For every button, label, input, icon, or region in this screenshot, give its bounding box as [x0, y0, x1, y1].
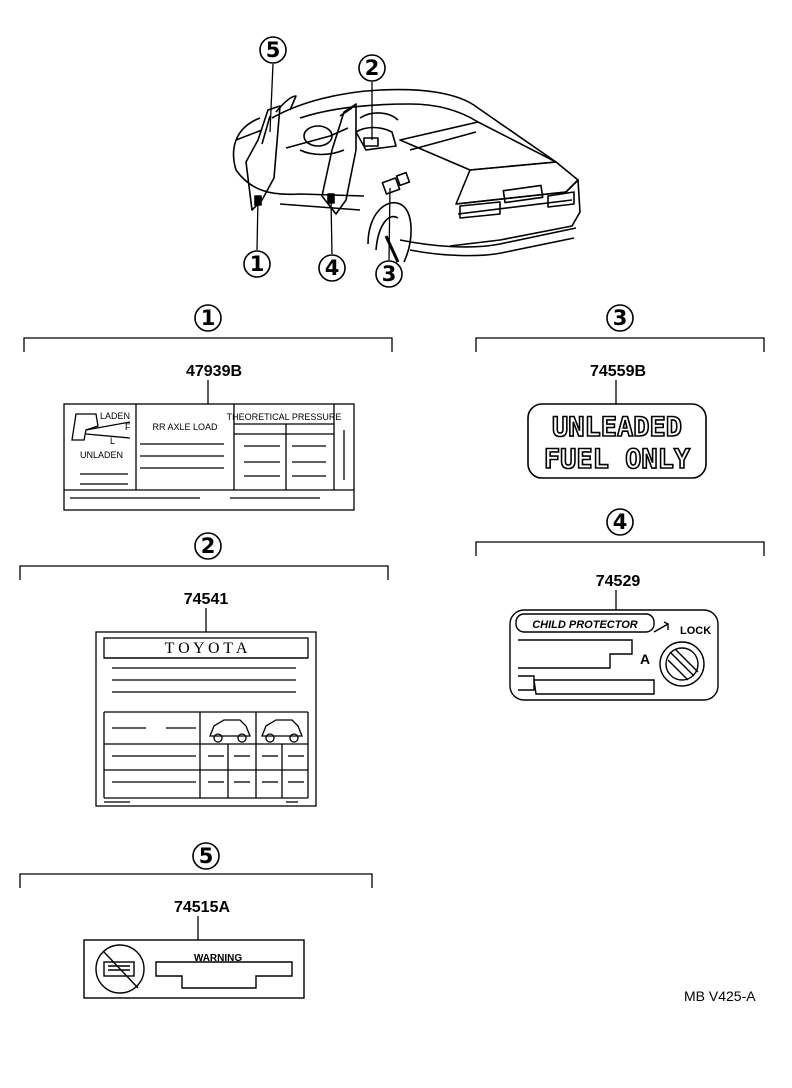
callout-circle-3-top: 3 — [375, 260, 403, 288]
callout-circle-5-top: 5 — [259, 36, 287, 64]
svg-text:WARNING: WARNING — [194, 953, 243, 964]
callout-circle-4-top: 4 — [318, 254, 346, 282]
svg-text:LOCK: LOCK — [680, 625, 711, 637]
part-number-74515a: 74515A — [174, 899, 230, 916]
svg-text:3: 3 — [613, 306, 628, 330]
svg-text:1: 1 — [201, 306, 216, 330]
section-1: 1 47939B — [23, 304, 393, 511]
svg-text:4: 4 — [613, 510, 628, 534]
callout-circle-2-top: 2 — [358, 54, 386, 82]
part-number-47939b: 47939B — [186, 363, 242, 380]
vehicle-info-label — [95, 631, 317, 807]
section-2: 2 74541 — [19, 532, 389, 807]
svg-text:5: 5 — [266, 38, 281, 62]
svg-text:2: 2 — [201, 534, 216, 558]
svg-text:UNLEADED: UNLEADED — [552, 412, 682, 443]
part-number-74559b: 74559B — [590, 363, 646, 380]
unleaded-fuel-label — [527, 403, 707, 479]
section-3: 3 74559B UNLEADED FUEL ONLY — [475, 304, 765, 479]
part-number-74541: 74541 — [184, 591, 229, 608]
svg-text:L: L — [110, 436, 115, 446]
diagram-code: MB V425-A — [684, 988, 756, 1004]
svg-text:5: 5 — [199, 844, 214, 868]
car-callout-leaders — [256, 63, 391, 261]
tire-pressure-label — [63, 403, 355, 511]
svg-text:4: 4 — [325, 256, 340, 280]
car-illustration — [232, 88, 581, 263]
svg-text:LADEN: LADEN — [100, 411, 130, 421]
svg-text:F: F — [125, 422, 131, 432]
svg-text:3: 3 — [382, 262, 397, 286]
callout-circle-1-top: 1 — [243, 250, 271, 278]
svg-text:1: 1 — [250, 252, 265, 276]
warning-label — [83, 939, 305, 999]
svg-text:THEORETICAL PRESSURE: THEORETICAL PRESSURE — [227, 412, 342, 422]
part-number-74529: 74529 — [596, 573, 641, 590]
svg-text:CHILD PROTECTOR: CHILD PROTECTOR — [532, 619, 638, 631]
section-4: 4 74529 CHILD PROTECTOR LOCK A — [475, 508, 765, 701]
svg-text:A: A — [640, 651, 650, 667]
child-protector-label — [509, 609, 719, 701]
svg-text:2: 2 — [365, 56, 380, 80]
svg-text:FUEL ONLY: FUEL ONLY — [544, 444, 691, 475]
section-5: 5 74515A WARNING — [19, 842, 373, 999]
svg-text:RR AXLE LOAD: RR AXLE LOAD — [152, 422, 218, 432]
svg-text:UNLADEN: UNLADEN — [80, 450, 123, 460]
toyota-brand-text: T O Y O T A — [165, 640, 248, 657]
